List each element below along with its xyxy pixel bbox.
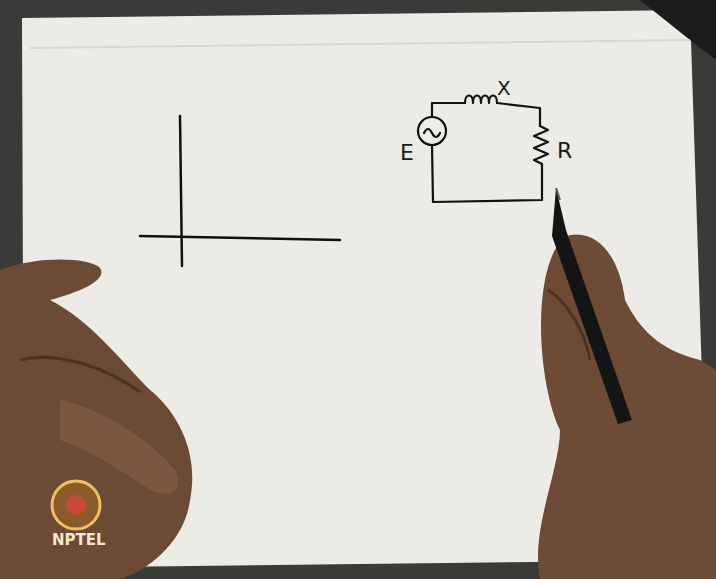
wire [497,103,540,126]
inductor-symbol [465,96,497,104]
reactance-label: X [497,78,511,98]
resistor-symbol [534,126,548,164]
axes [140,116,340,266]
circuit [418,96,548,203]
paper-fold [30,40,690,48]
pen [552,188,632,424]
right-hand [538,188,716,579]
paper-corner-shadow [640,0,716,60]
ac-source-symbol [418,117,446,145]
logo [52,481,100,529]
resistance-label: R [557,140,572,162]
left-hand [0,260,192,579]
wire [432,145,542,202]
ac-source-wave [424,129,440,137]
source-label: E [400,142,414,164]
wire [432,103,465,117]
logo-text: NPTEL [52,533,106,548]
